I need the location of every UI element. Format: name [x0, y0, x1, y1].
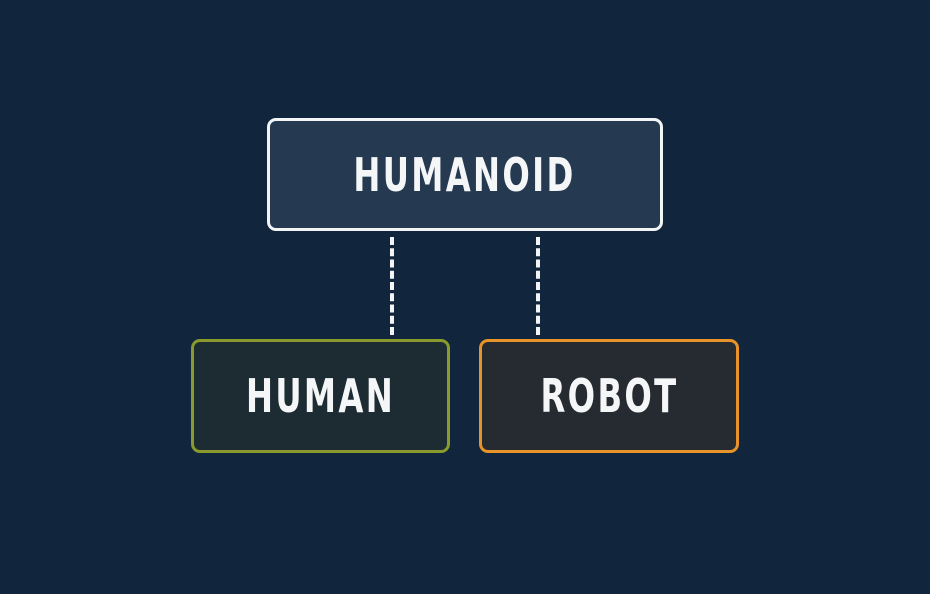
human-node: HUMAN — [191, 339, 450, 453]
human-label: HUMAN — [245, 369, 396, 423]
dashed-connector-humanoid-robot — [536, 237, 540, 335]
dashed-connector-humanoid-human — [390, 237, 394, 335]
robot-label: ROBOT — [539, 369, 679, 423]
robot-node: ROBOT — [479, 339, 739, 453]
humanoid-label: HUMANOID — [353, 147, 577, 202]
humanoid-node: HUMANOID — [267, 118, 663, 231]
